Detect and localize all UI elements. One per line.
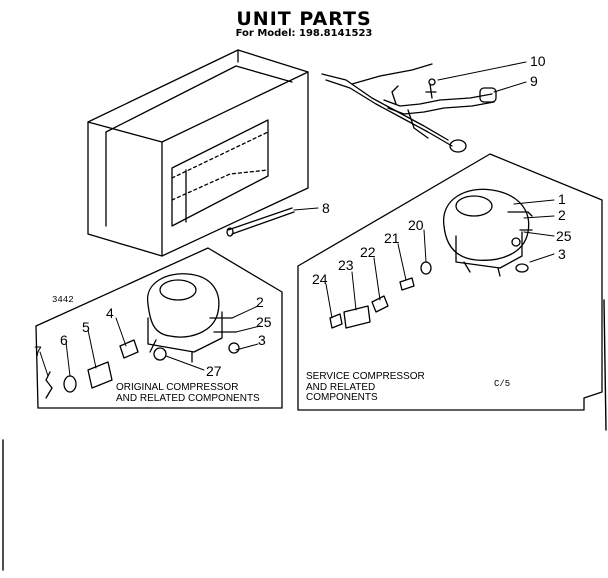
callout-25-service: 25 [556, 228, 572, 244]
original-compressor-drawing [45, 273, 240, 399]
drier-drawing [226, 207, 295, 237]
callout-25-original: 25 [256, 314, 272, 330]
callout-23: 23 [338, 257, 354, 273]
callout-5: 5 [82, 319, 90, 335]
callout-24: 24 [312, 271, 328, 287]
service-caption-line-2: AND RELATED [306, 381, 376, 393]
callout-2-original: 2 [256, 294, 264, 310]
model-line: For Model: 198.8141523 [235, 28, 373, 39]
service-caption-line-1: SERVICE COMPRESSOR [306, 371, 425, 382]
callout-21: 21 [384, 230, 400, 246]
service-compressor-caption: SERVICE COMPRESSOR AND RELATED COMPONENT… [306, 371, 425, 404]
original-panel-frame [35, 247, 283, 409]
callout-10: 10 [530, 53, 546, 69]
title-block: UNIT PARTS For Model: 198.8141523 [0, 8, 608, 39]
callout-27: 27 [206, 363, 222, 379]
figure-code: 3442 [52, 295, 74, 305]
callout-9: 9 [530, 73, 538, 89]
callout-3-service: 3 [558, 246, 566, 262]
original-caption-line-1: ORIGINAL COMPRESSOR [116, 382, 239, 393]
cabinet-compartment-drawing [87, 49, 309, 257]
callout-2-service: 2 [558, 207, 566, 223]
callout-3-original: 3 [258, 332, 266, 348]
callout-7: 7 [34, 343, 42, 359]
leader-lines [39, 61, 555, 377]
wiring-harness-drawing [321, 63, 497, 153]
original-compressor-caption: ORIGINAL COMPRESSOR AND RELATED COMPONEN… [116, 382, 260, 404]
page-edge-marks [2, 299, 607, 571]
sheet-code: C/5 [494, 379, 511, 389]
callout-1: 1 [558, 191, 566, 207]
callout-8: 8 [322, 200, 330, 216]
callout-4: 4 [106, 305, 114, 321]
service-caption-line-3: COMPONENTS [306, 392, 378, 403]
page-title: UNIT PARTS [236, 8, 372, 30]
callout-6: 6 [60, 332, 68, 348]
callout-22: 22 [360, 244, 376, 260]
callout-20: 20 [408, 217, 424, 233]
service-panel-frame [297, 153, 603, 411]
original-caption-line-2: AND RELATED COMPONENTS [116, 392, 260, 404]
